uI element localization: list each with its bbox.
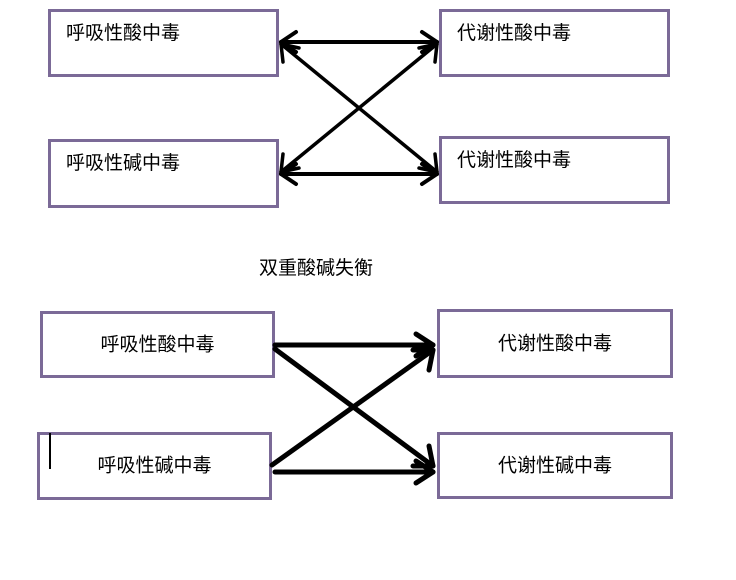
top-double-arrow-upper [279, 30, 439, 54]
box-metabolic-acidosis-second-top: 代谢性酸中毒 [439, 136, 670, 204]
top-cross-arrow-up [279, 42, 439, 174]
box-label: 代谢性酸中毒 [457, 149, 572, 171]
top-cross-arrow-down [279, 42, 439, 174]
bottom-arrow-diagonal-down [272, 346, 436, 469]
text-cursor [49, 433, 51, 469]
box-respiratory-acidosis-top: 呼吸性酸中毒 [48, 9, 279, 77]
box-respiratory-alkalosis-top: 呼吸性碱中毒 [48, 139, 279, 208]
box-label: 呼吸性碱中毒 [66, 152, 181, 174]
box-label: 代谢性酸中毒 [457, 22, 572, 44]
box-label: 代谢性碱中毒 [497, 454, 612, 476]
top-double-arrow-lower [279, 162, 439, 186]
box-label: 呼吸性酸中毒 [66, 22, 181, 44]
bottom-arrow-diagonal-up [269, 347, 436, 468]
box-metabolic-alkalosis-bottom: 代谢性碱中毒 [437, 432, 673, 499]
box-label: 呼吸性碱中毒 [97, 454, 212, 477]
box-respiratory-acidosis-bottom: 呼吸性酸中毒 [40, 311, 275, 378]
box-respiratory-alkalosis-bottom: 呼吸性碱中毒 [37, 432, 272, 500]
box-label: 代谢性酸中毒 [497, 332, 612, 354]
box-label: 呼吸性酸中毒 [100, 333, 215, 355]
bottom-arrow-straight-upper [272, 331, 436, 359]
box-metabolic-acidosis-bottom: 代谢性酸中毒 [437, 309, 673, 378]
bottom-arrow-straight-lower [272, 458, 436, 486]
box-metabolic-acidosis-top: 代谢性酸中毒 [439, 9, 670, 77]
diagram-caption: 双重酸碱失衡 [259, 257, 374, 279]
